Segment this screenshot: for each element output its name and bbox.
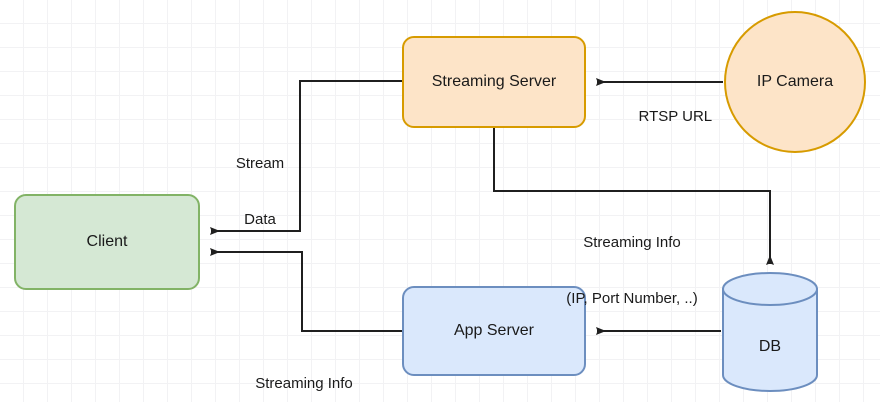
edge-label-stream-data: Stream Data bbox=[215, 117, 305, 267]
edge-label-streaming-info-bottom: Streaming Info (IP, Port Number, ..) bbox=[196, 337, 412, 402]
edge-label-streaming-info-bottom-line1: Streaming Info bbox=[255, 374, 353, 392]
node-db-label: DB bbox=[758, 338, 782, 356]
edge-label-streaming-info-top: Streaming Info (IP, Port Number, ..) bbox=[524, 196, 740, 346]
edge-label-stream-data-line1: Stream bbox=[235, 154, 285, 172]
node-app-server[interactable]: App Server bbox=[402, 286, 586, 376]
edge-label-rtsp-url-text: RTSP URL bbox=[638, 107, 713, 125]
edge-label-streaming-info-top-line2: (IP, Port Number, ..) bbox=[566, 289, 698, 307]
edge-label-rtsp-url: RTSP URL bbox=[612, 89, 722, 145]
node-ip-camera[interactable]: IP Camera bbox=[724, 11, 866, 153]
node-ip-camera-label: IP Camera bbox=[756, 73, 834, 91]
edge-label-streaming-info-top-line1: Streaming Info bbox=[583, 233, 681, 251]
node-client[interactable]: Client bbox=[14, 194, 200, 290]
node-streaming-server[interactable]: Streaming Server bbox=[402, 36, 586, 128]
node-app-server-label: App Server bbox=[453, 322, 535, 340]
edge-server-to-client bbox=[210, 80, 402, 235]
node-client-label: Client bbox=[86, 233, 128, 251]
node-db[interactable]: DB bbox=[722, 272, 818, 392]
node-streaming-server-label: Streaming Server bbox=[431, 73, 557, 91]
db-cylinder-shape bbox=[722, 272, 818, 392]
edge-label-stream-data-line2: Data bbox=[244, 210, 276, 228]
node-db-label-wrap: DB bbox=[722, 302, 818, 392]
edge-app-server-to-client bbox=[210, 248, 402, 332]
edge-server-to-db bbox=[493, 128, 774, 265]
